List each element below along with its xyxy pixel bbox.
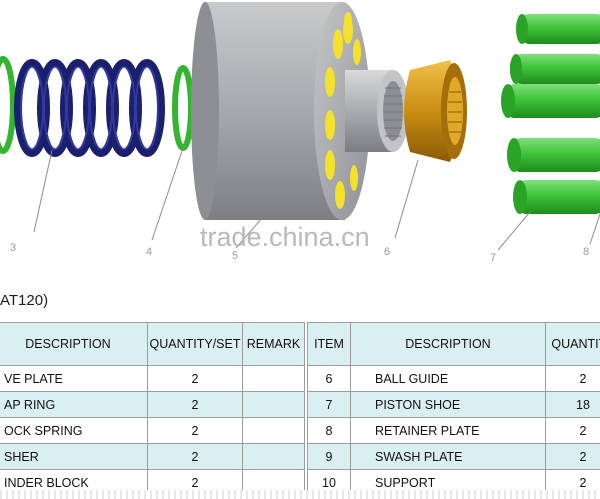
piston-shoes — [501, 14, 600, 214]
cell-description: AP RING — [0, 391, 148, 418]
cell-item: 9 — [307, 443, 351, 470]
header-item: ITEM — [307, 322, 351, 366]
cell-quantity: 2 — [147, 469, 243, 490]
ball-guide — [404, 60, 467, 162]
cell-quantity-right: 18 — [545, 391, 600, 418]
table-row: VE PLATE 2 6 BALL GUIDE 2 — [0, 365, 600, 392]
callout-4: 4 — [146, 246, 153, 258]
cell-remark — [242, 417, 305, 444]
cell-item: 7 — [307, 391, 351, 418]
cell-description: VE PLATE — [0, 365, 148, 392]
cell-description-right: SWASH PLATE — [350, 443, 546, 470]
callout-5: 5 — [232, 250, 239, 262]
cell-description: SHER — [0, 443, 148, 470]
callout-8: 8 — [583, 246, 590, 258]
cell-remark — [242, 443, 305, 470]
cell-description: OCK SPRING — [0, 417, 148, 444]
cell-remark — [242, 391, 305, 418]
parts-table: DESCRIPTION QUANTITY/SET REMARK ITEM DES… — [0, 322, 600, 490]
cell-remark — [242, 469, 305, 490]
table-row: AP RING 2 7 PISTON SHOE 18 — [0, 391, 600, 418]
cylinder-block — [191, 2, 409, 220]
cell-quantity-right: 2 — [545, 443, 600, 470]
header-quantity-set: QUANTITY/SET — [147, 322, 243, 366]
cell-description-right: PISTON SHOE — [350, 391, 546, 418]
cell-quantity-right: 2 — [545, 417, 600, 444]
table-row: OCK SPRING 2 8 RETAINER PLATE 2 — [0, 417, 600, 444]
cell-remark — [242, 365, 305, 392]
header-description-right: DESCRIPTION — [350, 322, 546, 366]
block-spring — [14, 59, 165, 157]
cell-description: INDER BLOCK — [0, 469, 148, 490]
header-quantity-right: QUANTITY — [545, 322, 600, 366]
callout-6: 6 — [384, 246, 391, 258]
header-description: DESCRIPTION — [0, 322, 148, 366]
table-header-row: DESCRIPTION QUANTITY/SET REMARK ITEM DES… — [0, 322, 600, 366]
cell-quantity: 2 — [147, 417, 243, 444]
cell-quantity: 2 — [147, 443, 243, 470]
washer-ring — [172, 65, 194, 151]
callout-3: 3 — [10, 242, 17, 254]
cell-quantity: 2 — [147, 365, 243, 392]
cell-item: 10 — [307, 469, 351, 490]
cell-description-right: RETAINER PLATE — [350, 417, 546, 444]
cell-quantity: 2 — [147, 391, 243, 418]
cell-item: 6 — [307, 365, 351, 392]
header-remark: REMARK — [242, 322, 305, 366]
exploded-parts-illustration — [0, 2, 600, 251]
model-heading: AT120) — [0, 292, 49, 309]
cropped-footer-text — [0, 490, 600, 499]
cell-description-right: BALL GUIDE — [350, 365, 546, 392]
callout-7: 7 — [490, 252, 497, 264]
cell-quantity-right: 2 — [545, 365, 600, 392]
cell-description-right: SUPPORT — [350, 469, 546, 490]
snap-ring-left — [0, 56, 16, 154]
cell-item: 8 — [307, 417, 351, 444]
table-row: SHER 2 9 SWASH PLATE 2 — [0, 443, 600, 470]
watermark: trade.china.cn — [200, 222, 370, 252]
leader-lines — [33, 147, 600, 251]
table-row: INDER BLOCK 2 10 SUPPORT 2 — [0, 469, 600, 490]
cell-quantity-right: 2 — [545, 469, 600, 490]
